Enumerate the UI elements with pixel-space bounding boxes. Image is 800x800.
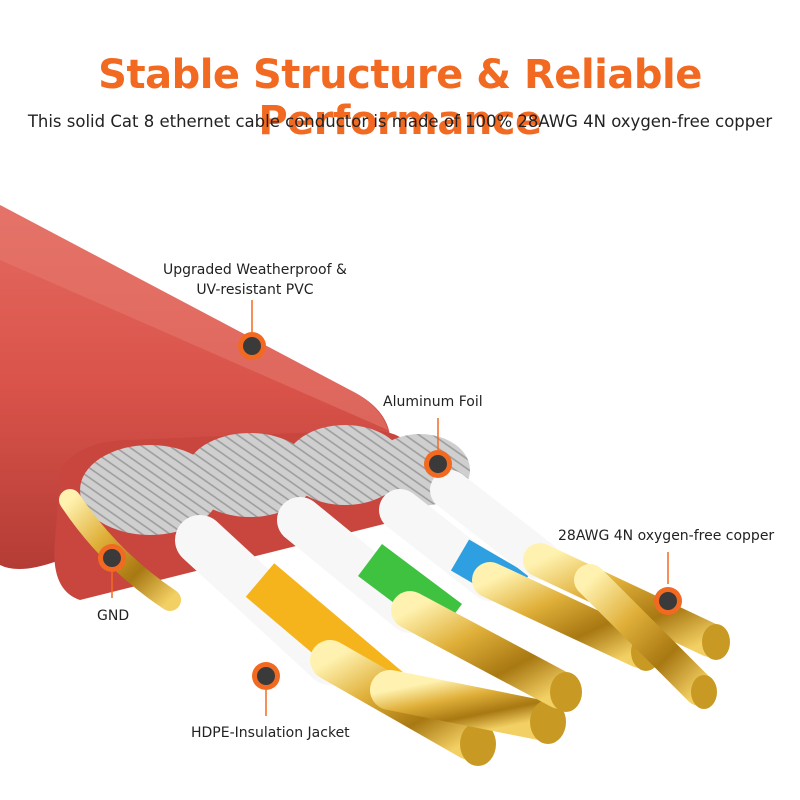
callout-copper: 28AWG 4N oxygen-free copper <box>558 528 775 544</box>
marker-gnd <box>98 544 126 572</box>
braided-shields <box>80 425 470 535</box>
page-title: Stable Structure & Reliable Performance <box>98 52 702 144</box>
leader-lines <box>111 300 669 716</box>
callout-gnd: GND <box>97 608 130 624</box>
callout-pvc: Upgraded Weatherproof & UV-resistant PVC <box>163 260 347 300</box>
marker-hdpe <box>252 662 280 690</box>
callout-hdpe: HDPE-Insulation Jacket <box>191 725 350 741</box>
callout-pvc-line1: Upgraded Weatherproof & <box>163 262 347 278</box>
callout-foil: Aluminum Foil <box>383 394 483 410</box>
conductors <box>175 470 730 766</box>
callout-pvc-line2: UV-resistant PVC <box>196 282 314 298</box>
marker-copper <box>654 587 682 615</box>
page-subtitle: This solid Cat 8 ethernet cable conducto… <box>27 112 773 131</box>
marker-foil <box>424 450 452 478</box>
marker-pvc <box>238 332 266 360</box>
